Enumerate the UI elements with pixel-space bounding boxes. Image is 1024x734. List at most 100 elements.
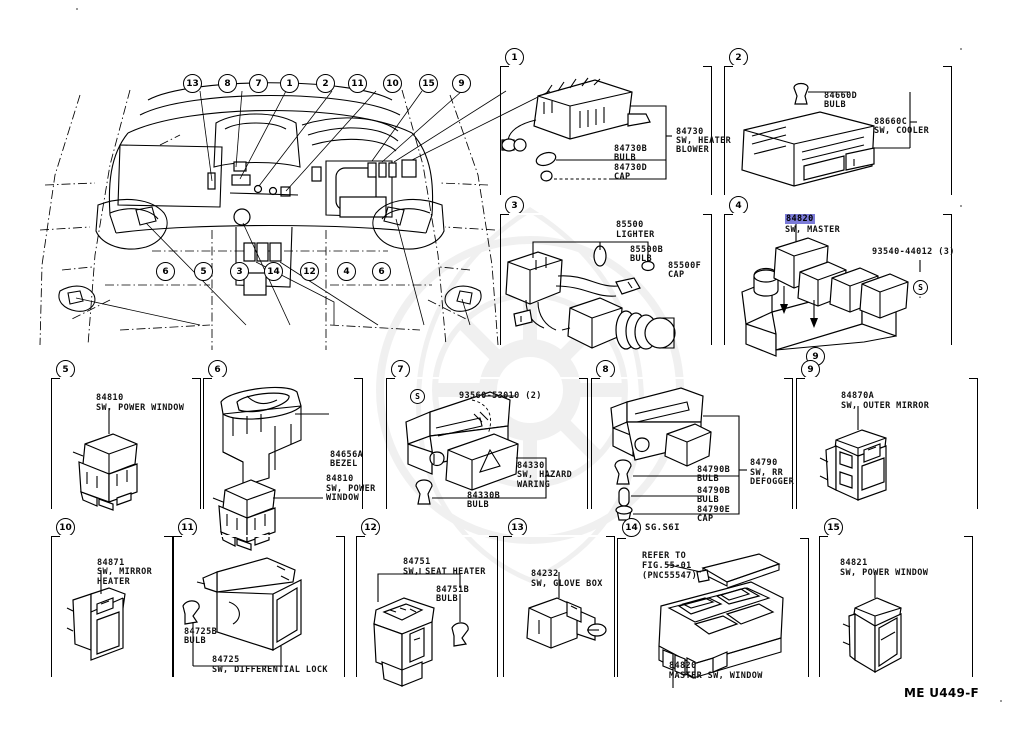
scan-artifact (76, 8, 78, 10)
panel-4-label-84820-highlight[interactable]: 84820 (785, 214, 815, 225)
panel-14-ref-2: FIG.55-01 (642, 561, 692, 571)
panel-14-number[interactable]: 14 (622, 518, 641, 537)
panel-15-desc: SW, POWER WINDOW (840, 568, 929, 578)
panel-15-number[interactable]: 15 (824, 518, 843, 537)
panel-1-desc-2: BLOWER (676, 145, 710, 155)
panel-14-heading: SG.S6I (645, 523, 680, 533)
panel-2-bracket (724, 65, 952, 195)
panel-3-bulb: BULB (630, 254, 653, 264)
panel-3-art (505, 241, 676, 350)
panel-12-bracket (356, 535, 498, 677)
panel-11-bracket (173, 535, 345, 677)
callout-14[interactable]: 14 (264, 262, 283, 281)
panel-14-bracket (617, 537, 809, 677)
panel-6-window: WINDOW (326, 493, 360, 503)
panel-4-bracket (724, 213, 952, 345)
panel-6-bracket (203, 377, 363, 509)
panel-3-number[interactable]: 3 (505, 196, 524, 215)
panel-9-label-84870A: 84870A (841, 391, 875, 401)
panel-2-label-84660D: 84660D (824, 91, 858, 101)
panel-1-label-84730: 84730 (676, 127, 704, 137)
panel-6-label-84810: 84810 (326, 474, 354, 484)
callout-15[interactable]: 15 (419, 74, 438, 93)
panel-2-desc: SW, COOLER (874, 126, 930, 136)
panel-1-bracket (500, 65, 712, 195)
panel-7-label-93560: 93560-53010 (2) (459, 391, 542, 401)
callout-11[interactable]: 11 (348, 74, 367, 93)
footer-code: ME U449-F (904, 686, 979, 700)
panel-7-swhazard: SW, HAZARD (517, 470, 573, 480)
panel-3-lighter: LIGHTER (616, 230, 655, 240)
callout-13[interactable]: 13 (183, 74, 202, 93)
panel-6-label-84656A: 84656A (330, 450, 364, 460)
panel-12-art (373, 568, 469, 687)
panel-1-art (501, 77, 672, 182)
panel-3-label-85500B: 85500B (630, 245, 664, 255)
panel-3-label-85500F: 85500F (668, 261, 702, 271)
panel-2-number[interactable]: 2 (729, 48, 748, 67)
callout-3[interactable]: 3 (230, 262, 249, 281)
callout-8[interactable]: 8 (218, 74, 237, 93)
panel-4-label-93540: 93540-44012 (3) (872, 247, 955, 257)
panel-8-bulb-1: BULB (697, 474, 720, 484)
panel-11-bulb: BULB (184, 636, 207, 646)
panel-10-label-84871: 84871 (97, 558, 125, 568)
panel-7-label-84330B: 84330B (467, 491, 501, 501)
panel-3-label-85500: 85500 (616, 220, 644, 230)
panel-13-art (526, 572, 607, 649)
callout-12[interactable]: 12 (300, 262, 319, 281)
panel-7-label-84330: 84330 (517, 461, 545, 471)
callout-1[interactable]: 1 (280, 74, 299, 93)
panel-11-art (182, 557, 302, 667)
panel-8-label-84790B-2: 84790B (697, 486, 731, 496)
panel-6-bezel: BEZEL (330, 459, 358, 469)
panel-11-label-84725B: 84725B (184, 627, 218, 637)
scan-artifact (960, 205, 962, 207)
panel-1-cap: CAP (614, 172, 631, 182)
panel-12-desc: SW, SEAT HEATER (403, 567, 486, 577)
panel-14-label-84820: 84820 (669, 661, 697, 671)
panel-10-number[interactable]: 10 (56, 518, 75, 537)
panel-11-desc: SW, DIFFERENTIAL LOCK (212, 665, 328, 675)
panel-8-art (610, 387, 747, 521)
panel-4-desc: SW, MASTER (785, 225, 841, 235)
panel-15-art (842, 572, 902, 674)
panel-9-number[interactable]: 9 (801, 360, 820, 379)
panel-7-screw-marker: S (410, 389, 425, 404)
panel-1-number[interactable]: 1 (505, 48, 524, 67)
panel-14-ref-3: (PNC55547) (642, 571, 698, 581)
callout-4[interactable]: 4 (337, 262, 356, 281)
panel-12-number[interactable]: 12 (361, 518, 380, 537)
panel-8-defogger: DEFOGGER (750, 477, 795, 487)
panel-1-bulb: BULB (614, 153, 637, 163)
callout-5[interactable]: 5 (194, 262, 213, 281)
panel-6-number[interactable]: 6 (208, 360, 227, 379)
panel-5-desc: SW, POWER WINDOW (96, 403, 185, 413)
panel-4-number[interactable]: 4 (729, 196, 748, 215)
callout-10[interactable]: 10 (383, 74, 402, 93)
panel-11-number[interactable]: 11 (178, 518, 197, 537)
panel-8-number[interactable]: 8 (596, 360, 615, 379)
callout-9[interactable]: 9 (452, 74, 471, 93)
panel-1-label-84730D: 84730D (614, 163, 648, 173)
panel-8-bulb-2: BULB (697, 495, 720, 505)
callout-2[interactable]: 2 (316, 74, 335, 93)
panel-8-swrr: SW, RR (750, 468, 784, 478)
panel-7-art (405, 391, 552, 505)
callout-7[interactable]: 7 (249, 74, 268, 93)
panel-7-bracket (386, 377, 588, 509)
panel-8-bracket (591, 377, 793, 509)
panel-4-screw-marker: S (913, 280, 928, 295)
callout-6-left[interactable]: 6 (156, 262, 175, 281)
panel-5-number[interactable]: 5 (56, 360, 75, 379)
panel-14-ref-1: REFER TO (642, 551, 687, 561)
panel-13-label-84232: 84232 (531, 569, 559, 579)
callout-6-right[interactable]: 6 (372, 262, 391, 281)
panel-13-number[interactable]: 13 (508, 518, 527, 537)
panel-2-art (741, 82, 917, 187)
panel-3-bracket (500, 213, 712, 345)
panel-13-desc: SW, GLOVE BOX (531, 579, 603, 589)
panel-10-bracket (51, 535, 173, 677)
panel-7-number[interactable]: 7 (391, 360, 410, 379)
